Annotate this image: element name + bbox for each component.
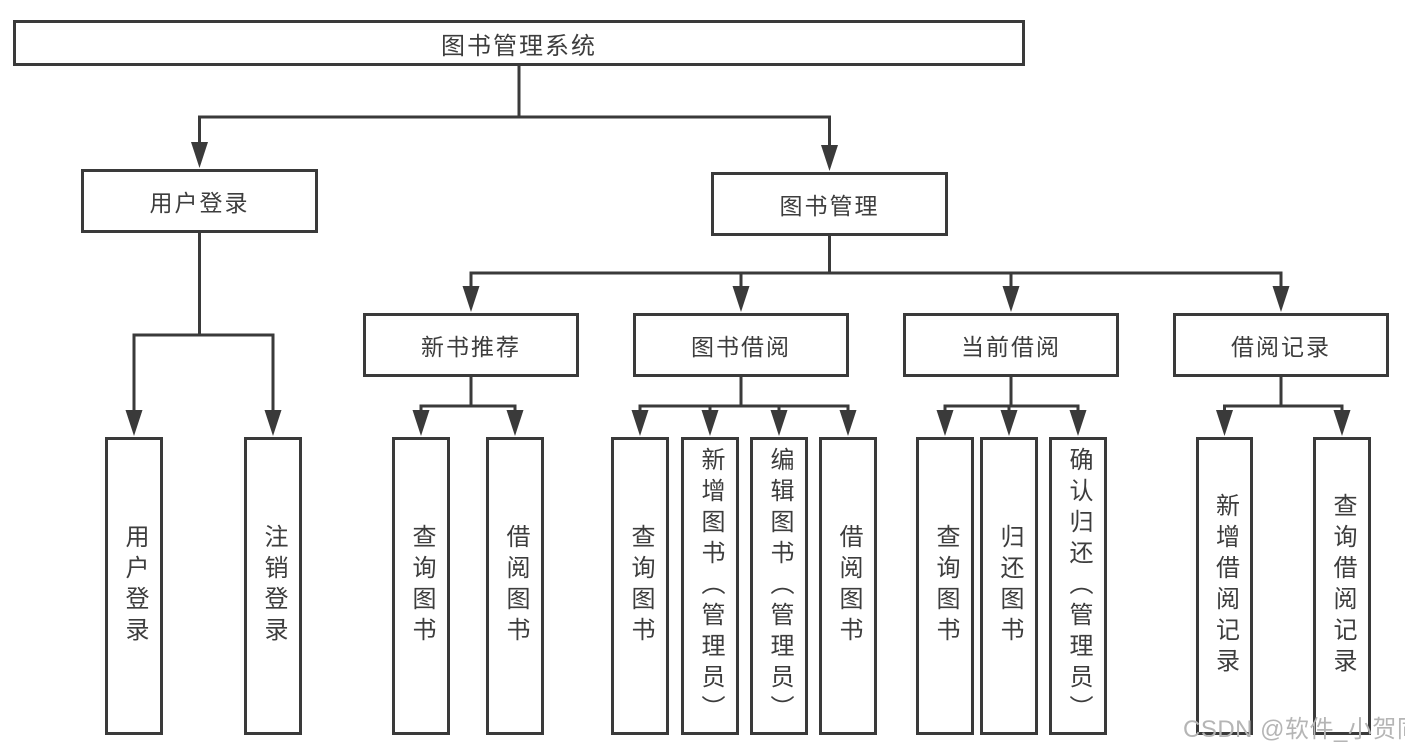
node-leaf-cb-confirm: 确认归还（管理员） (1049, 437, 1107, 735)
node-user-login: 用户登录 (81, 169, 318, 233)
node-label-current-borrow: 当前借阅 (961, 334, 1061, 360)
node-leaf-logout: 注销登录 (244, 437, 302, 735)
node-leaf-br-query: 查询借阅记录 (1313, 437, 1371, 735)
node-label-leaf-cb-return: 归还图书 (996, 524, 1023, 648)
node-leaf-cb-query: 查询图书 (916, 437, 974, 735)
arrowhead-leaf-bb-borrow (839, 410, 857, 436)
node-label-borrow-records: 借阅记录 (1231, 334, 1331, 360)
node-label-book-mgmt: 图书管理 (779, 193, 880, 219)
node-label-leaf-br-query: 查询借阅记录 (1329, 493, 1356, 679)
node-borrow-records: 借阅记录 (1173, 313, 1389, 377)
arrowhead-leaf-bb-query (631, 410, 649, 436)
arrowhead-leaf-cb-confirm (1069, 410, 1087, 436)
node-leaf-bb-edit: 编辑图书（管理员） (750, 437, 808, 735)
arrowhead-leaf-logout (264, 410, 282, 436)
node-label-leaf-br-add: 新增借阅记录 (1211, 493, 1239, 679)
arrowhead-leaf-user-login (125, 410, 143, 436)
node-label-root: 图书管理系统 (441, 32, 597, 60)
arrowhead-leaf-nbr-borrow (506, 410, 524, 436)
node-leaf-bb-borrow: 借阅图书 (819, 437, 877, 735)
node-label-leaf-cb-query: 查询图书 (932, 524, 959, 648)
node-book-borrow: 图书借阅 (633, 313, 849, 377)
node-new-book-rec: 新书推荐 (363, 313, 579, 377)
node-label-leaf-bb-add: 新增图书（管理员） (697, 446, 724, 726)
arrowhead-leaf-br-add (1216, 410, 1233, 436)
arrowhead-leaf-bb-add (701, 410, 719, 436)
arrowhead-leaf-nbr-query (412, 410, 430, 436)
node-leaf-cb-return: 归还图书 (980, 437, 1038, 735)
node-label-leaf-nbr-borrow: 借阅图书 (502, 524, 529, 648)
node-leaf-user-login: 用户登录 (105, 437, 163, 735)
node-label-leaf-bb-query: 查询图书 (627, 524, 654, 648)
arrowhead-current-borrow (1002, 286, 1020, 312)
arrowhead-leaf-bb-edit (770, 410, 788, 436)
node-current-borrow: 当前借阅 (903, 313, 1119, 377)
arrowhead-book-mgmt (821, 145, 838, 171)
node-label-leaf-logout: 注销登录 (260, 524, 287, 648)
arrowhead-book-borrow (732, 286, 750, 312)
node-label-leaf-user-login: 用户登录 (121, 524, 148, 648)
node-leaf-nbr-borrow: 借阅图书 (486, 437, 544, 735)
node-label-leaf-nbr-query: 查询图书 (408, 524, 435, 648)
node-label-new-book-rec: 新书推荐 (421, 334, 521, 360)
arrowhead-leaf-br-query (1333, 410, 1351, 436)
node-label-leaf-bb-edit: 编辑图书（管理员） (766, 446, 793, 726)
node-label-leaf-bb-borrow: 借阅图书 (835, 524, 862, 648)
node-leaf-br-add: 新增借阅记录 (1196, 437, 1253, 735)
node-book-mgmt: 图书管理 (711, 172, 948, 236)
arrowhead-leaf-cb-return (1000, 410, 1018, 436)
watermark: CSDN @软件_小贺同学 (1183, 716, 1405, 743)
node-label-leaf-cb-confirm: 确认归还（管理员） (1065, 446, 1092, 726)
node-leaf-bb-add: 新增图书（管理员） (681, 437, 739, 735)
node-leaf-bb-query: 查询图书 (611, 437, 669, 735)
arrowhead-leaf-cb-query (936, 410, 954, 436)
node-label-user-login: 用户登录 (149, 190, 250, 216)
arrowhead-borrow-records (1272, 286, 1290, 312)
node-root: 图书管理系统 (13, 20, 1025, 66)
node-label-book-borrow: 图书借阅 (691, 334, 791, 360)
arrowhead-user-login (191, 142, 208, 168)
node-leaf-nbr-query: 查询图书 (392, 437, 450, 735)
arrowhead-new-book-rec (462, 286, 480, 312)
